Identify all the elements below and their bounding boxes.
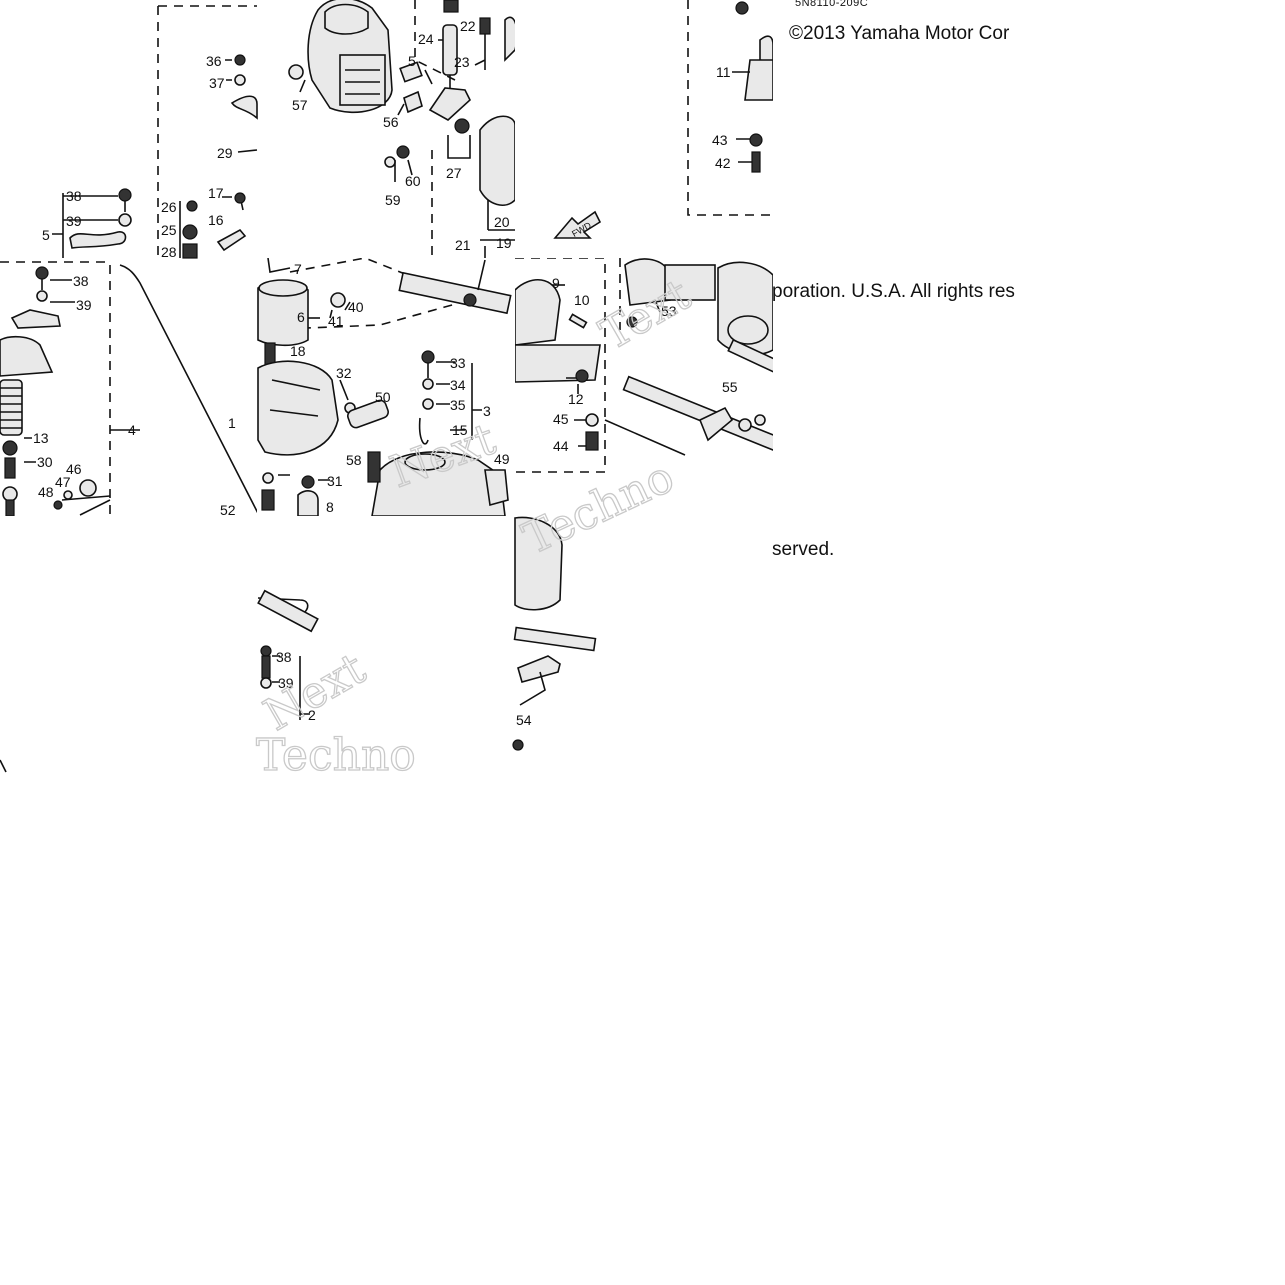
tile-diaphragm-parts: 38 39 13 30 46 47 48 4 1 52 [0, 261, 257, 518]
label-39a: 39 [66, 213, 82, 229]
watermarks: Text Techno Next Next Techno [255, 268, 700, 781]
label-9: 9 [552, 275, 560, 291]
tile-float-bowl-linkage: 9 10 12 45 44 53 55 [515, 258, 773, 473]
tile-fwd-arrow: FWD 11 43 42 [553, 0, 773, 239]
label-1: 1 [228, 415, 236, 431]
label-38a: 38 [66, 188, 82, 204]
label-53: 53 [661, 303, 677, 319]
label-27: 27 [446, 165, 462, 181]
label-42: 42 [715, 155, 731, 171]
watermark-5: Techno [256, 730, 416, 781]
label-41: 41 [328, 313, 344, 329]
label-38c: 38 [276, 649, 292, 665]
label-6: 6 [297, 309, 305, 325]
label-13: 13 [33, 430, 49, 446]
label-28: 28 [161, 244, 177, 260]
label-5b: 5 [42, 227, 50, 243]
label-56: 56 [383, 114, 399, 130]
tile-carburetor-top: 57 5 56 60 59 24 22 23 27 20 21 19 [288, 0, 515, 258]
label-30: 30 [37, 454, 53, 470]
label-52: 52 [220, 502, 236, 518]
label-50: 50 [375, 389, 391, 405]
label-18: 18 [290, 343, 306, 359]
copyright-line-2: poration. U.S.A. All rights res [772, 281, 1015, 302]
label-43: 43 [712, 132, 728, 148]
label-12: 12 [568, 391, 584, 407]
watermark-2: Techno [515, 451, 681, 565]
label-31: 31 [327, 473, 343, 489]
label-33: 33 [450, 355, 466, 371]
tile-float-chamber-parts: 36 37 29 17 16 26 25 28 38 39 5 [42, 5, 258, 260]
label-60: 60 [405, 173, 421, 189]
label-34: 34 [450, 377, 466, 393]
tile-bottom-center: 38 39 2 [257, 589, 319, 723]
label-25: 25 [161, 222, 177, 238]
label-54: 54 [516, 712, 532, 728]
label-10: 10 [574, 292, 590, 308]
label-46: 46 [66, 461, 82, 477]
label-39c: 39 [278, 675, 294, 691]
label-57: 57 [292, 97, 308, 113]
label-47: 47 [55, 474, 71, 490]
label-20: 20 [494, 214, 510, 230]
label-7: 7 [294, 261, 302, 277]
washer-37 [234, 74, 246, 86]
tile-bottom-right: 54 [512, 516, 597, 751]
copyright-line-3: served. [772, 539, 835, 560]
label-32: 32 [336, 365, 352, 381]
label-59: 59 [385, 192, 401, 208]
label-19: 19 [496, 235, 512, 251]
label-23: 23 [454, 54, 470, 70]
label-38b: 38 [73, 273, 89, 289]
screw-36 [234, 54, 246, 66]
label-49: 49 [494, 451, 510, 467]
label-4: 4 [128, 422, 136, 438]
watermark-4: Next [256, 643, 374, 741]
label-5a: 5 [408, 53, 416, 69]
label-29: 29 [217, 145, 233, 161]
label-48: 48 [38, 484, 54, 500]
label-55: 55 [722, 379, 738, 395]
tile-bottom-left [0, 759, 7, 773]
label-3: 3 [483, 403, 491, 419]
label-2: 2 [308, 707, 316, 723]
copyright-line-1: ©2013 Yamaha Motor Cor [789, 23, 1010, 44]
label-22: 22 [460, 18, 476, 34]
label-35: 35 [450, 397, 466, 413]
label-40: 40 [348, 299, 364, 315]
label-21: 21 [455, 237, 471, 253]
label-16: 16 [208, 212, 224, 228]
label-37: 37 [209, 75, 225, 91]
label-15: 15 [452, 422, 468, 438]
label-45: 45 [553, 411, 569, 427]
label-44: 44 [553, 438, 569, 454]
label-26: 26 [161, 199, 177, 215]
label-8: 8 [326, 499, 334, 515]
label-24: 24 [418, 31, 434, 47]
label-11: 11 [716, 64, 731, 80]
label-36: 36 [206, 53, 222, 69]
tile-carburetor-body: 7 6 40 41 18 32 50 33 34 35 3 15 58 49 3… [257, 258, 512, 516]
drawing-code: 5N8110-209C [795, 0, 869, 9]
label-17: 17 [208, 185, 224, 201]
label-39b: 39 [76, 297, 92, 313]
label-58: 58 [346, 452, 362, 468]
